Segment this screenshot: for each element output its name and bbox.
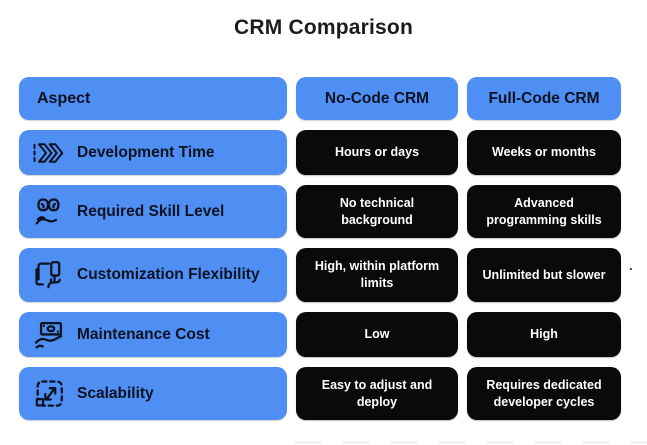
value-cell-full-code-scalability: Requires dedicated developer cycles xyxy=(467,367,621,420)
devices-touch-icon xyxy=(29,255,69,295)
value-text: High, within platform limits xyxy=(314,259,440,290)
value-cell-no-code-scalability: Easy to adjust and deploy xyxy=(296,367,458,420)
value-cell-full-code-customization-flexibility: Unlimited but slower xyxy=(467,248,621,302)
stray-dot-artifact: . xyxy=(629,258,633,273)
value-cell-no-code-maintenance-cost: Low xyxy=(296,312,458,357)
header-cell-aspect: Aspect xyxy=(19,77,287,120)
aspect-cell-development-time: Development Time xyxy=(19,130,287,175)
aspect-label: Development Time xyxy=(77,143,215,161)
aspect-label: Required Skill Level xyxy=(77,202,225,220)
money-hand-icon xyxy=(29,315,69,355)
value-text: No technical background xyxy=(339,195,415,227)
value-text: High xyxy=(530,327,558,342)
value-cell-full-code-maintenance-cost: High xyxy=(467,312,621,357)
aspect-label: Customization Flexibility xyxy=(77,266,260,283)
aspect-cell-customization-flexibility: Customization Flexibility xyxy=(19,248,287,302)
header-aspect-label: Aspect xyxy=(37,89,91,107)
fast-forward-icon xyxy=(29,133,69,173)
scale-expand-icon xyxy=(29,374,69,414)
value-cell-full-code-development-time: Weeks or months xyxy=(467,130,621,175)
aspect-cell-scalability: Scalability xyxy=(19,367,287,420)
value-text: Easy to adjust and deploy xyxy=(321,377,433,409)
value-cell-no-code-required-skill-level: No technical background xyxy=(296,185,458,238)
header-cell-no-code: No-Code CRM xyxy=(296,77,458,120)
value-text: Low xyxy=(364,327,390,342)
page-title: CRM Comparison xyxy=(234,16,413,39)
value-text: Requires dedicated developer cycles xyxy=(486,377,602,409)
value-cell-no-code-development-time: Hours or days xyxy=(296,130,458,175)
value-cell-no-code-customization-flexibility: High, within platform limits xyxy=(296,248,458,302)
comparison-table: Aspect No-Code CRM Full-Code CRM Develop… xyxy=(19,77,621,420)
value-cell-full-code-required-skill-level: Advanced programming skills xyxy=(467,185,621,238)
header-no-code-label: No-Code CRM xyxy=(324,89,430,107)
aspect-cell-required-skill-level: Required Skill Level xyxy=(19,185,287,238)
aspect-cell-maintenance-cost: Maintenance Cost xyxy=(19,312,287,357)
aspect-label: Scalability xyxy=(77,384,154,402)
header-cell-full-code: Full-Code CRM xyxy=(467,77,621,120)
cutoff-row-artifact xyxy=(295,441,647,444)
brain-hand-icon xyxy=(29,192,69,232)
header-full-code-label: Full-Code CRM xyxy=(488,89,600,107)
aspect-label: Maintenance Cost xyxy=(77,325,210,343)
value-text: Advanced programming skills xyxy=(486,195,602,227)
value-text: Hours or days xyxy=(334,145,420,160)
value-text: Weeks or months xyxy=(492,145,596,160)
value-text: Unlimited but slower xyxy=(482,267,606,282)
